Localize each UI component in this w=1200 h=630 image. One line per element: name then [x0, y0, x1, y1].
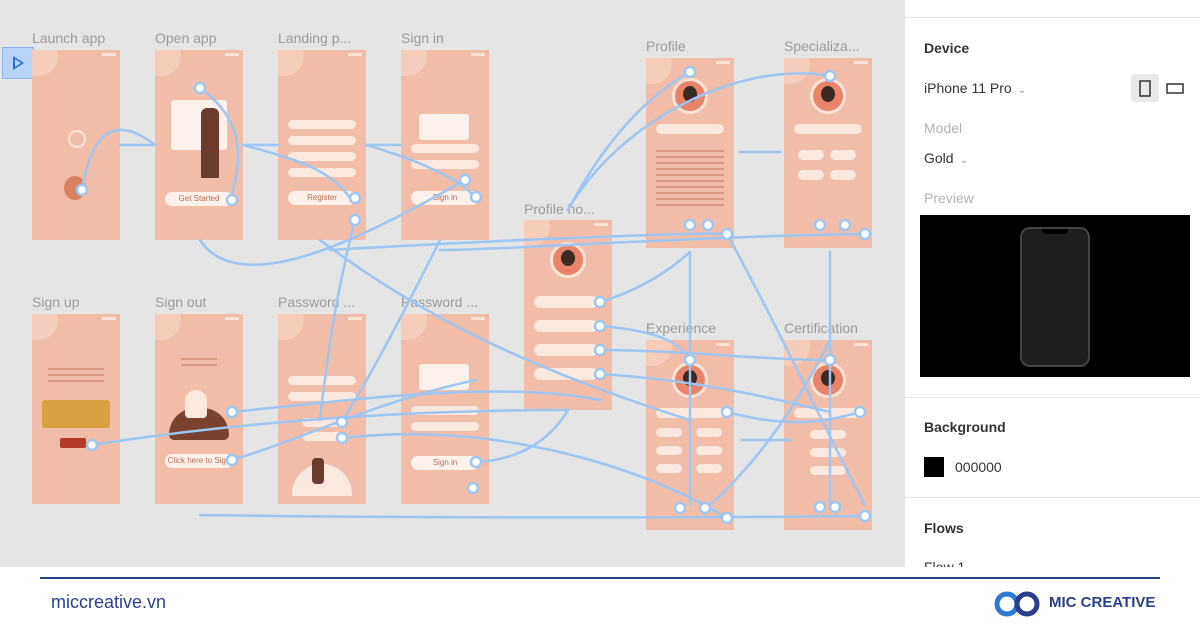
device-heading: Device	[924, 40, 970, 56]
device-select-value: iPhone 11 Pro	[924, 80, 1012, 96]
frame-title-sign-up: Sign up	[32, 294, 80, 310]
chevron-down-icon: ⌄	[1017, 85, 1027, 96]
frame-password-1[interactable]	[278, 314, 366, 504]
register-button[interactable]: Register	[288, 191, 356, 205]
brand-name: MIC CREATIVE	[1049, 594, 1156, 611]
prototype-connections	[75, 65, 872, 525]
sign-out-button[interactable]: Click here to Sign	[165, 454, 233, 468]
model-select[interactable]: Gold ⌄	[924, 150, 968, 166]
portrait-orientation-button[interactable]	[1131, 74, 1159, 102]
sign-in-button-2[interactable]: Sign in	[411, 456, 479, 470]
portrait-icon	[1139, 80, 1151, 97]
frame-title-landing-page: Landing p...	[278, 30, 352, 46]
device-select[interactable]: iPhone 11 Pro ⌄	[924, 80, 1026, 96]
website-link[interactable]: miccreative.vn	[51, 592, 167, 612]
landscape-icon	[1166, 83, 1184, 94]
frame-title-certification: Certification	[784, 320, 858, 336]
background-color-swatch[interactable]	[924, 457, 944, 477]
frame-title-sign-out: Sign out	[155, 294, 207, 310]
frame-specialization[interactable]	[784, 58, 872, 248]
avatar	[550, 242, 586, 278]
preview-label: Preview	[924, 190, 974, 206]
frame-title-experience: Experience	[646, 320, 717, 336]
flow-item[interactable]: Flow 1	[924, 559, 966, 567]
prototype-properties-panel: Device iPhone 11 Pro ⌄ Model Gold ⌄ Previe…	[904, 0, 1200, 567]
frame-title-launch-app: Launch app	[32, 30, 106, 46]
iphone-mockup	[1020, 227, 1090, 367]
frame-title-sign-in: Sign in	[401, 30, 444, 46]
device-preview	[920, 215, 1190, 377]
frame-title-profile-home: Profile ho...	[524, 201, 595, 217]
play-prototype-icon[interactable]	[2, 47, 34, 79]
frame-title-profile: Profile	[646, 38, 686, 54]
frame-launch-app[interactable]	[32, 50, 120, 240]
model-label: Model	[924, 120, 963, 136]
chevron-down-icon: ⌄	[959, 155, 968, 166]
frame-title-open-app: Open app	[155, 30, 217, 46]
background-color-value[interactable]: 000000	[955, 459, 1002, 475]
landscape-orientation-button[interactable]	[1161, 74, 1189, 102]
frame-profile[interactable]	[646, 58, 734, 248]
background-heading: Background	[924, 419, 1006, 435]
model-select-value: Gold	[924, 150, 954, 166]
get-started-button[interactable]: Get Started	[165, 192, 233, 206]
prototype-canvas[interactable]: Launch app Open app Landing p... Sign in…	[0, 0, 904, 567]
frame-open-app[interactable]: Get Started	[155, 50, 243, 240]
frame-password-2[interactable]: Sign in	[401, 314, 489, 504]
mic-creative-logo-icon	[994, 591, 1040, 617]
frame-sign-up[interactable]	[32, 314, 120, 504]
footer-divider	[40, 577, 1160, 579]
flows-heading: Flows	[924, 520, 964, 536]
frame-title-specialization: Specializa...	[784, 38, 860, 54]
